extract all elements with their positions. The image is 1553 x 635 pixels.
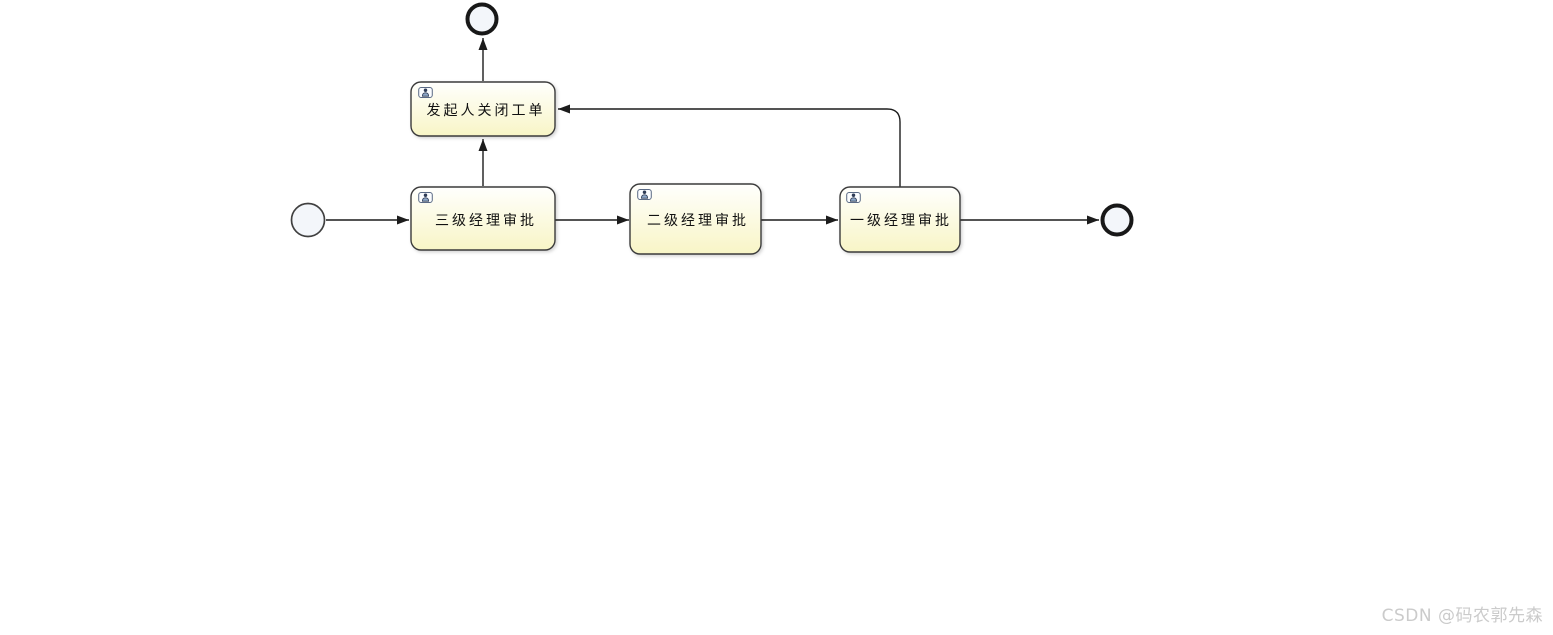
task-label: 发起人关闭工单 <box>427 103 546 119</box>
user-task-icon <box>846 192 861 203</box>
start-event-circle <box>290 202 326 238</box>
end-event-right-circle <box>1100 203 1134 237</box>
task-label: 一级经理审批 <box>850 213 952 229</box>
task-level3-manager-approval: 三级经理审批 <box>410 186 556 251</box>
sequence-flows <box>326 38 1099 225</box>
task-box <box>629 183 762 255</box>
task-level2-manager-approval: 二级经理审批 <box>629 183 762 255</box>
task-box <box>410 186 556 251</box>
flow-level1-to-close <box>558 104 901 187</box>
task-box <box>839 186 961 253</box>
task-level1-manager-approval: 一级经理审批 <box>839 186 961 253</box>
user-task-icon <box>418 192 433 203</box>
csdn-watermark: CSDN @码农郭先森 <box>1381 606 1543 626</box>
user-task-icon <box>418 87 433 98</box>
task-label: 三级经理审批 <box>435 213 537 229</box>
task-label: 二级经理审批 <box>647 213 749 229</box>
end-event-top-circle <box>465 2 499 36</box>
task-initiator-close-ticket: 发起人关闭工单 <box>410 81 556 137</box>
user-task-icon <box>637 189 652 200</box>
task-box <box>410 81 556 137</box>
